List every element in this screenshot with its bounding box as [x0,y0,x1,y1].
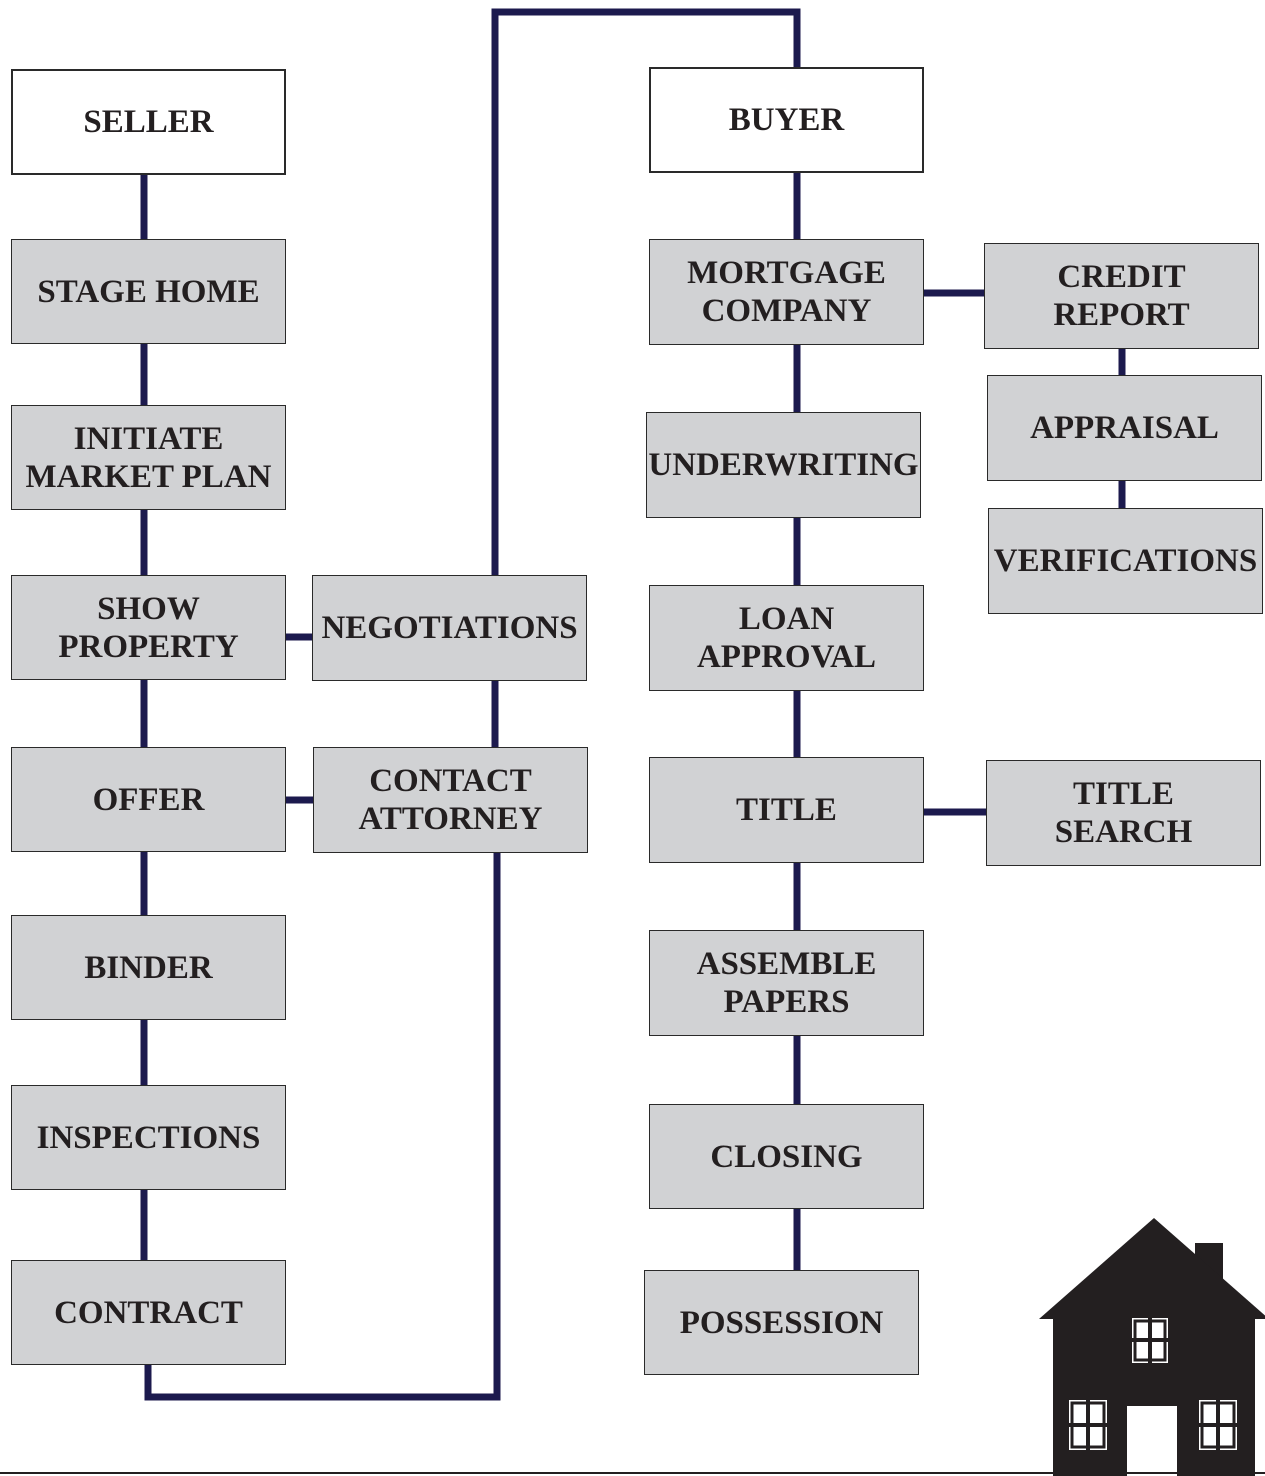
step-possession: POSSESSION [644,1270,919,1375]
step-assemble-papers: ASSEMBLE PAPERS [649,930,924,1036]
step-title: TITLE [649,757,924,863]
step-title-search: TITLE SEARCH [986,760,1261,866]
step-appraisal: APPRAISAL [987,375,1262,481]
step-contract: CONTRACT [11,1260,286,1365]
step-credit-report: CREDIT REPORT [984,243,1259,349]
step-verifications: VERIFICATIONS [988,508,1263,614]
step-inspections: INSPECTIONS [11,1085,286,1190]
step-mortgage-company: MORTGAGE COMPANY [649,239,924,345]
house-icon [1039,1218,1265,1476]
bottom-rule [0,1472,1265,1474]
connector-contract-to-buyer-bottom [144,848,501,1401]
step-stage-home: STAGE HOME [11,239,286,344]
step-show-property: SHOW PROPERTY [11,575,286,680]
step-contact-attorney: CONTACT ATTORNEY [313,747,588,853]
step-initiate-market-plan: INITIATE MARKET PLAN [11,405,286,510]
step-negotiations: NEGOTIATIONS [312,575,587,681]
connector-negotiations-to-buyer-top [491,8,801,580]
buyer-header-box: BUYER [649,67,924,173]
seller-header-box: SELLER [11,69,286,175]
step-binder: BINDER [11,915,286,1020]
step-loan-approval: LOAN APPROVAL [649,585,924,691]
step-closing: CLOSING [649,1104,924,1209]
step-underwriting: UNDERWRITING [646,412,921,518]
step-offer: OFFER [11,747,286,852]
